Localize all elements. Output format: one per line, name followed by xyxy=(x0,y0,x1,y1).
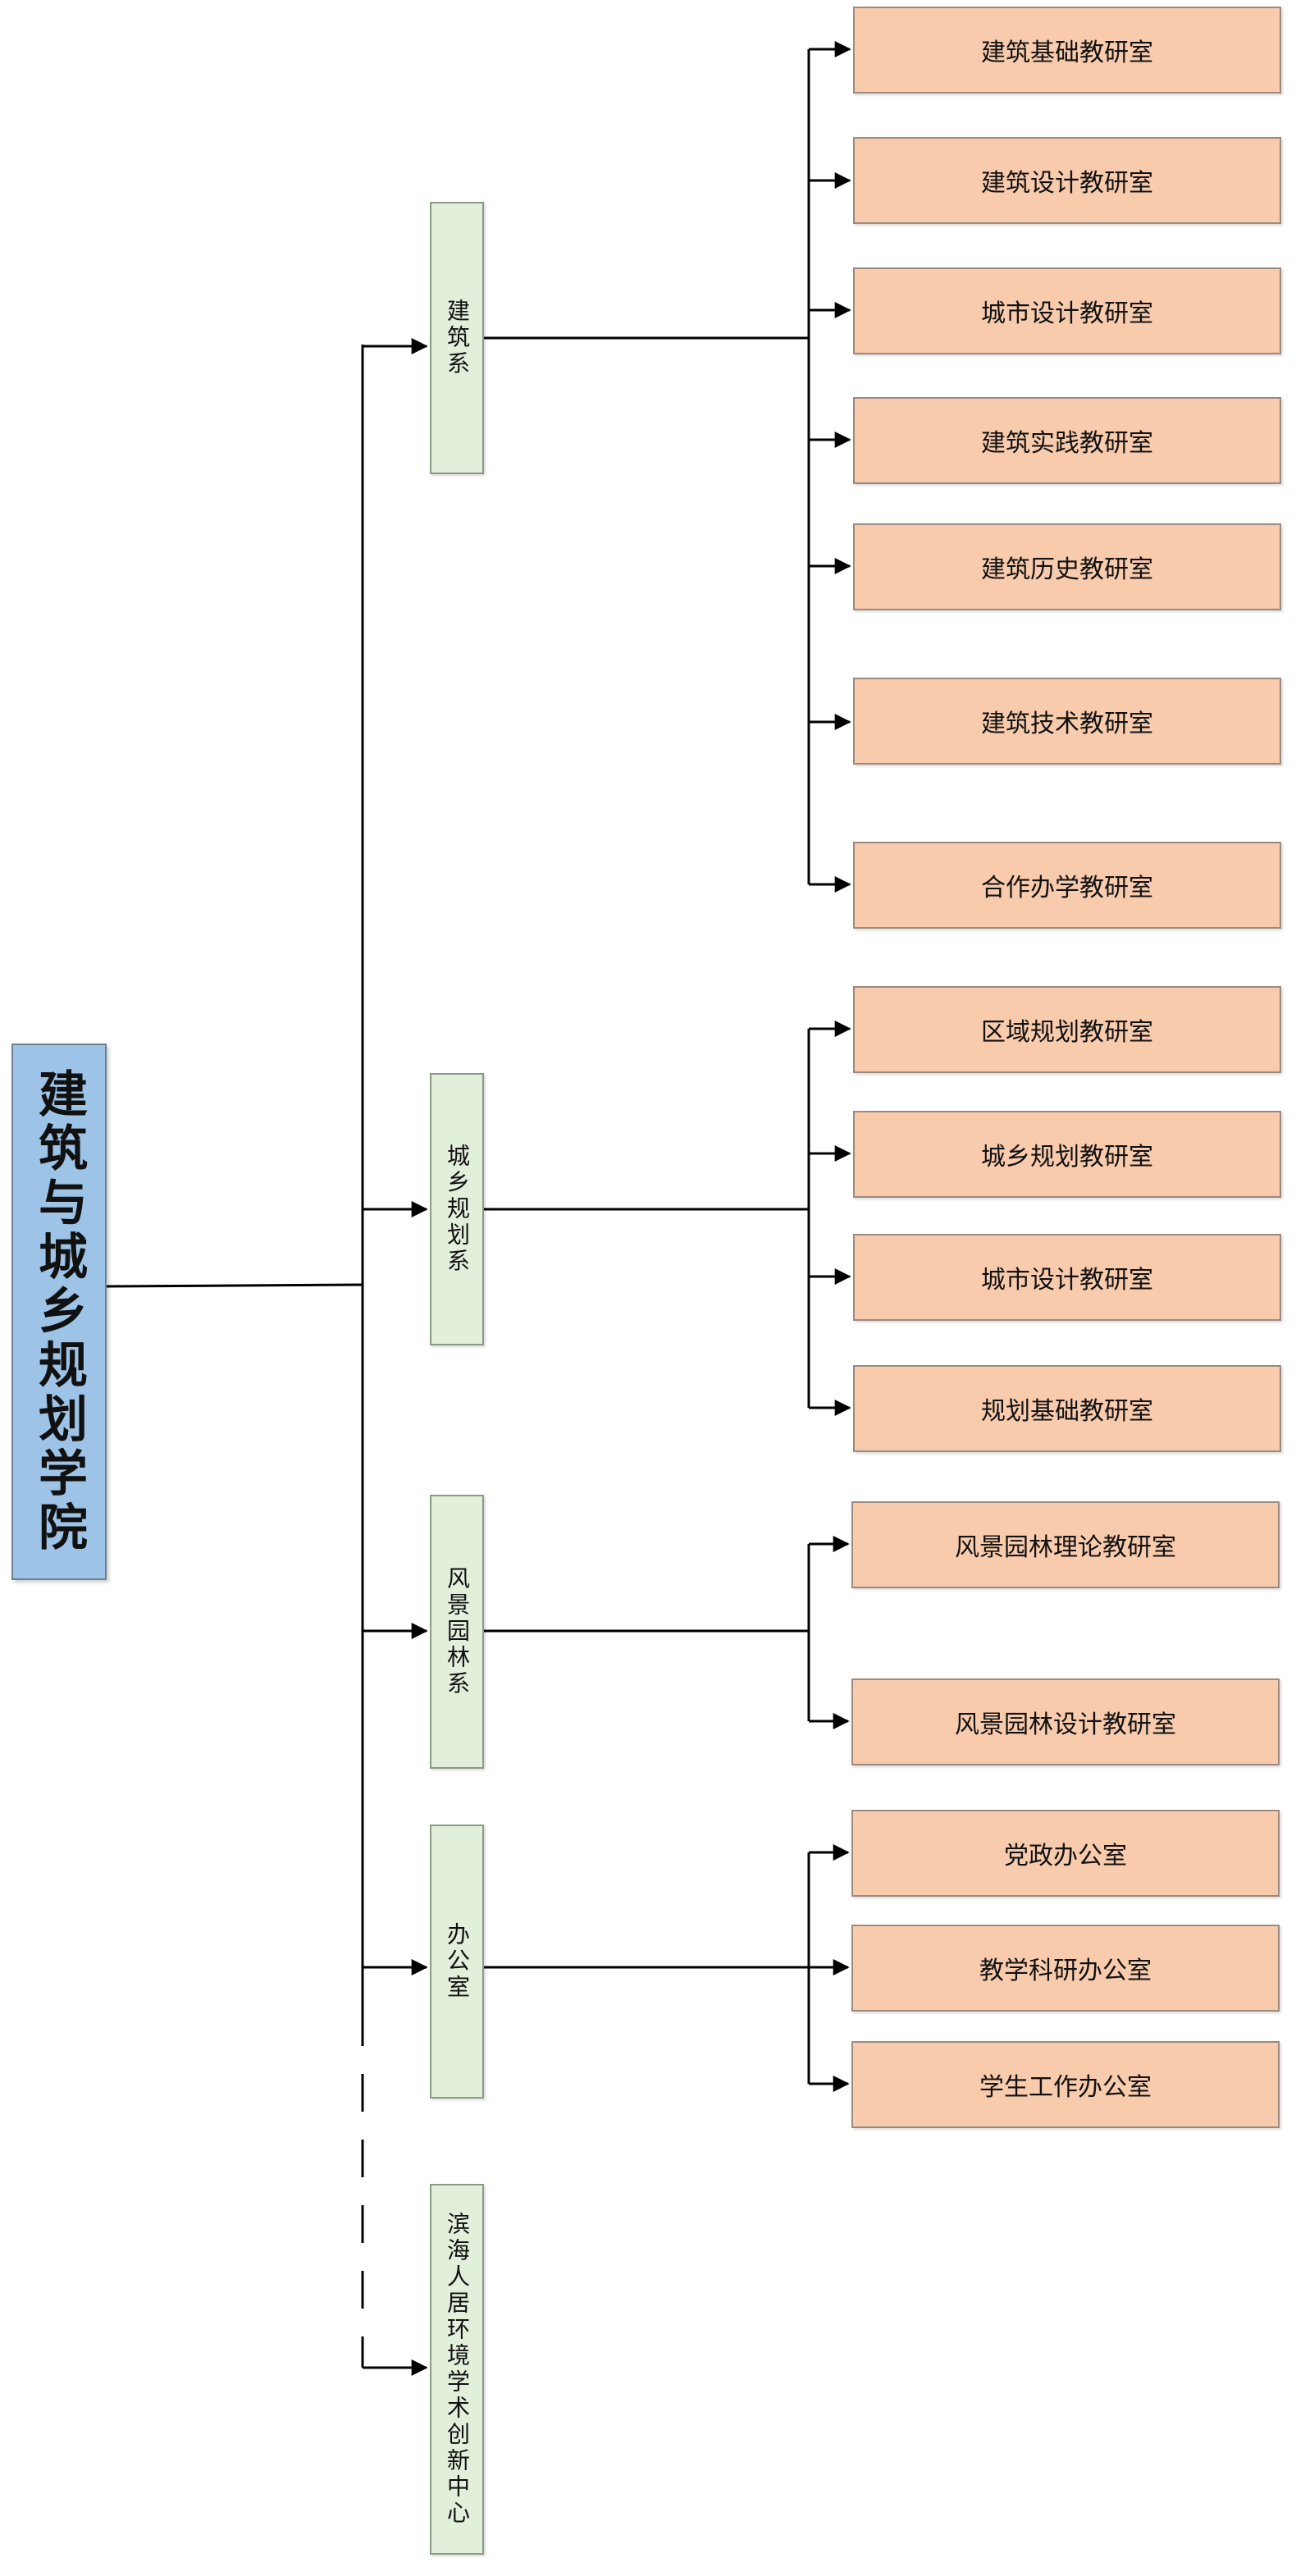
room-box: 建筑历史教研室 xyxy=(853,523,1281,610)
dept-office-label: 办公室 xyxy=(444,1922,471,2001)
room-box: 建筑实践教研室 xyxy=(853,397,1281,484)
room-box: 建筑基础教研室 xyxy=(853,7,1281,94)
room-label: 教学科研办公室 xyxy=(979,1957,1152,1985)
dept-urban-rural-planning-box: 城乡规划系 xyxy=(430,1073,484,1345)
room-label: 学生工作办公室 xyxy=(979,2073,1152,2102)
room-label: 城市设计教研室 xyxy=(981,299,1153,328)
room-label: 规划基础教研室 xyxy=(981,1397,1153,1426)
room-box: 风景园林设计教研室 xyxy=(851,1679,1280,1765)
room-label: 党政办公室 xyxy=(1004,1842,1127,1870)
room-label: 区域规划教研室 xyxy=(981,1018,1153,1047)
room-label: 城乡规划教研室 xyxy=(981,1143,1153,1172)
room-label: 建筑历史教研室 xyxy=(981,555,1153,584)
dept-urban-rural-planning-label: 城乡规划系 xyxy=(444,1144,471,1275)
dept-landscape-label: 风景园林系 xyxy=(444,1566,471,1697)
room-box: 教学科研办公室 xyxy=(851,1925,1280,2012)
root-college-box: 建筑与城乡规划学院 xyxy=(11,1044,107,1580)
room-box: 建筑设计教研室 xyxy=(853,137,1281,224)
dept-innovation-center-label: 滨海人居环境学术创新中心 xyxy=(444,2212,471,2527)
root-connector xyxy=(106,1283,363,1288)
room-box: 城乡规划教研室 xyxy=(853,1111,1281,1198)
dept-architecture-label: 建筑系 xyxy=(444,299,471,377)
room-box: 区域规划教研室 xyxy=(853,986,1281,1073)
room-box: 风景园林理论教研室 xyxy=(851,1501,1280,1588)
dept-architecture-box: 建筑系 xyxy=(430,202,484,474)
room-label: 风景园林理论教研室 xyxy=(955,1533,1176,1562)
room-box: 党政办公室 xyxy=(851,1810,1280,1897)
room-label: 建筑技术教研室 xyxy=(981,710,1153,738)
room-label: 城市设计教研室 xyxy=(981,1266,1153,1295)
dept-landscape-box: 风景园林系 xyxy=(430,1495,484,1769)
dept-innovation-center-box: 滨海人居环境学术创新中心 xyxy=(430,2184,484,2555)
room-label: 建筑实践教研室 xyxy=(981,429,1153,458)
room-label: 风景园林设计教研室 xyxy=(955,1710,1176,1739)
root-college-label: 建筑与城乡规划学院 xyxy=(30,1068,88,1555)
room-box: 规划基础教研室 xyxy=(853,1365,1281,1452)
room-label: 建筑设计教研室 xyxy=(981,169,1153,198)
room-box: 城市设计教研室 xyxy=(853,267,1281,354)
room-label: 合作办学教研室 xyxy=(981,874,1153,902)
room-box: 建筑技术教研室 xyxy=(853,678,1281,765)
room-box: 学生工作办公室 xyxy=(851,2041,1280,2128)
room-box: 合作办学教研室 xyxy=(853,842,1281,929)
room-label: 建筑基础教研室 xyxy=(981,39,1153,67)
dept-office-box: 办公室 xyxy=(430,1825,484,2099)
room-box: 城市设计教研室 xyxy=(853,1234,1281,1321)
